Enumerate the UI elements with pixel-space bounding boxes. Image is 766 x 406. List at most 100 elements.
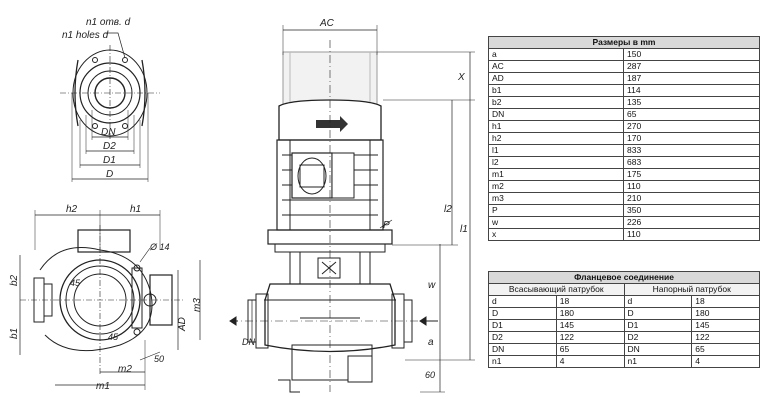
flange-param: D [623, 307, 693, 320]
size-param: m3 [488, 192, 624, 205]
size-param: AD [488, 72, 624, 85]
size-param: b1 [488, 84, 624, 97]
flange-note-ru: n1 отв. d [86, 17, 131, 28]
size-param: m2 [488, 180, 624, 193]
dim-b1: b1 [9, 328, 20, 339]
flange-value: 4 [555, 355, 625, 368]
size-value: 175 [623, 168, 760, 181]
dim-45a: 45 [70, 278, 81, 288]
dim-h1: h1 [130, 204, 141, 215]
flange-param: d [488, 295, 557, 308]
flange-value: 18 [691, 295, 760, 308]
flange-view [60, 32, 160, 182]
size-value: 110 [623, 180, 760, 193]
dim-d2: D2 [103, 141, 116, 152]
flange-param: D2 [488, 331, 557, 344]
flange-value: 4 [691, 355, 760, 368]
dim-a: a [428, 337, 434, 348]
size-value: 226 [623, 216, 760, 229]
dim-p: P [383, 220, 390, 231]
flange-value: 65 [555, 343, 625, 356]
plan-view [19, 210, 201, 390]
size-param: DN [488, 108, 624, 121]
size-value: 114 [623, 84, 760, 97]
size-value: 683 [623, 156, 760, 169]
size-param: l1 [488, 144, 624, 157]
dim-50: 50 [154, 354, 164, 364]
suction-header: Всасывающий патрубок [488, 283, 625, 296]
dim-m2: m2 [118, 364, 132, 375]
size-value: 135 [623, 96, 760, 109]
flange-value: 122 [555, 331, 625, 344]
flange-param: D2 [623, 331, 693, 344]
flange-value: 180 [691, 307, 760, 320]
size-param: h2 [488, 132, 624, 145]
flange-param: DN [623, 343, 693, 356]
front-view [229, 25, 475, 393]
flange-param: D1 [623, 319, 693, 332]
flange-param: n1 [623, 355, 693, 368]
flange-value: 65 [691, 343, 760, 356]
dim-m3: m3 [192, 298, 203, 312]
size-param: x [488, 228, 624, 241]
size-param: w [488, 216, 624, 229]
dim-45b: 45 [108, 332, 119, 342]
flange-value: 18 [555, 295, 625, 308]
size-param: h1 [488, 120, 624, 133]
dim-ac: AC [319, 18, 335, 29]
flange-param: n1 [488, 355, 557, 368]
flange-value: 145 [691, 319, 760, 332]
size-param: AC [488, 60, 624, 73]
flange-note-en: n1 holes d [62, 30, 109, 41]
dim-60: 60 [425, 370, 435, 380]
size-value: 350 [623, 204, 760, 217]
flange-value: 145 [555, 319, 625, 332]
size-param: b2 [488, 96, 624, 109]
pump-drawing: n1 отв. d n1 holes d DN D2 D1 D h2 h1 Ø … [9, 17, 475, 393]
sizes-title: Размеры в mm [488, 36, 760, 49]
flange-param: DN [488, 343, 557, 356]
size-value: 833 [623, 144, 760, 157]
flange-title: Фланцевое соединение [488, 271, 760, 284]
dim-ad: AD [177, 317, 188, 332]
size-param: a [488, 48, 624, 61]
size-param: l2 [488, 156, 624, 169]
flange-value: 180 [555, 307, 625, 320]
dim-w: w [428, 280, 436, 291]
size-value: 187 [623, 72, 760, 85]
size-param: m1 [488, 168, 624, 181]
dim-l1: l1 [460, 224, 468, 235]
dim-h2: h2 [66, 204, 78, 215]
flange-param: d [623, 295, 693, 308]
size-value: 150 [623, 48, 760, 61]
dim-x: X [457, 72, 465, 83]
size-value: 270 [623, 120, 760, 133]
dim-phi14: Ø 14 [149, 242, 170, 252]
dim-dn-front: DN [242, 337, 255, 347]
size-param: P [488, 204, 624, 217]
flange-table: Фланцевое соединение Всасывающий патрубо… [488, 271, 760, 368]
dim-m1: m1 [96, 381, 110, 392]
size-value: 210 [623, 192, 760, 205]
